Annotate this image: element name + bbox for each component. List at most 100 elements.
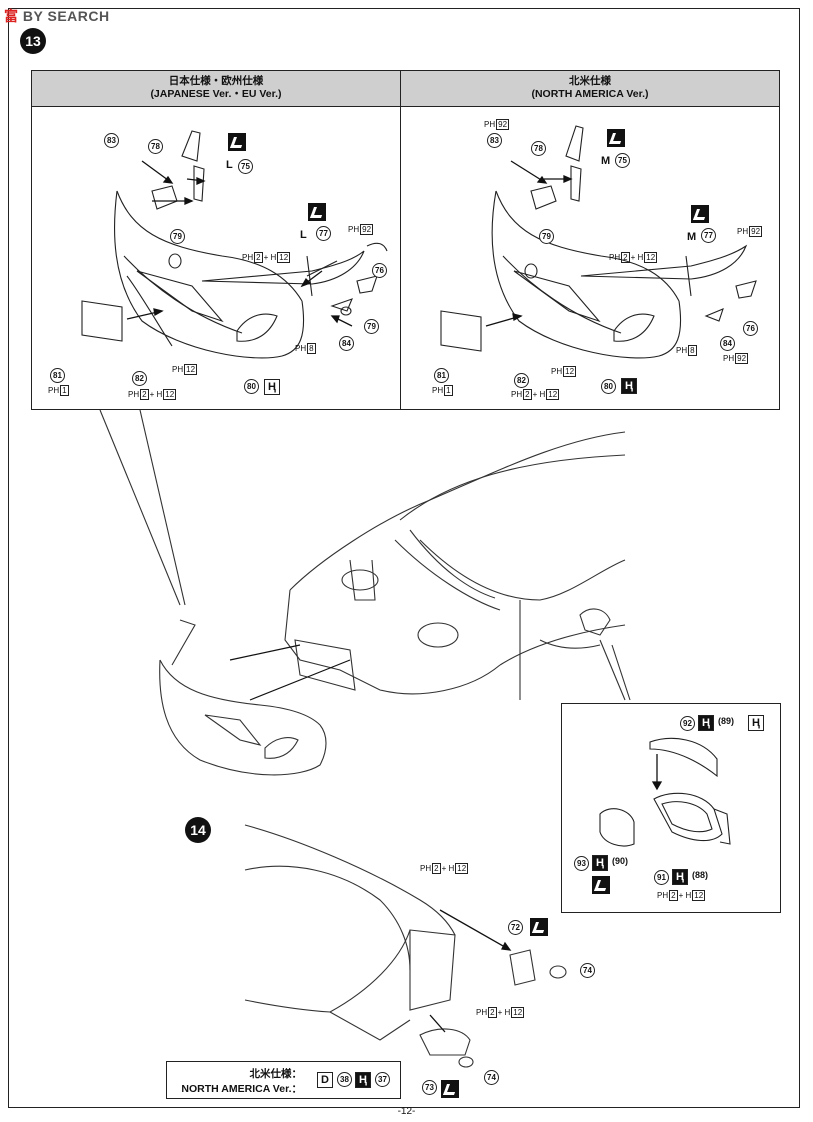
part-72: 72: [508, 920, 523, 935]
part-81-r: 81: [434, 368, 449, 383]
part-79: 79: [170, 229, 185, 244]
part-83: 83: [104, 133, 119, 148]
plus-h: + H: [678, 891, 692, 900]
plus-h: + H: [441, 864, 455, 873]
chrome-black-icon-91: Ⱨ: [672, 869, 688, 885]
plus-h: + H: [149, 390, 163, 399]
part-84-r: 84: [720, 336, 735, 351]
watermark-text: BY SEARCH: [22, 8, 110, 24]
panel-japanese-eu: 日本仕様・欧州仕様 (JAPANESE Ver.・EU Ver.): [31, 70, 401, 410]
ph-prefix: PH: [551, 367, 563, 376]
ph-92-box-r2: 92: [749, 226, 763, 237]
north-america-note: 北米仕様： NORTH AMERICA Ver.： D 38 Ⱨ 37: [166, 1061, 401, 1099]
part-83-r: 83: [487, 133, 502, 148]
ph-prefix: PH: [48, 386, 60, 395]
plus-h: + H: [532, 390, 546, 399]
ph-12-box-b: 12: [184, 364, 198, 375]
part-92: 92: [680, 716, 695, 731]
bumper-drawing-left: [81, 130, 388, 359]
part-76: 76: [372, 263, 387, 278]
ph-92-box: 92: [360, 224, 374, 235]
part-82-r: 82: [514, 373, 529, 388]
ph-prefix: PH: [420, 864, 432, 873]
ph-12-box-m: 12: [692, 890, 706, 901]
ph-8-box-r: 8: [688, 345, 697, 356]
page-number: -12-: [397, 1106, 416, 1117]
ph-8-box: 8: [307, 343, 316, 354]
part-89: 89: [721, 716, 732, 726]
ph-prefix: PH: [484, 120, 496, 129]
part-37: 37: [375, 1072, 390, 1087]
part-91: 91: [654, 870, 669, 885]
plus-h: + H: [263, 253, 277, 262]
note-en: NORTH AMERICA Ver.：: [181, 1083, 302, 1095]
part-77-r: 77: [701, 228, 716, 243]
panel-right-title-jp: 北米仕様: [569, 75, 611, 87]
ph-92-box-r3: 92: [735, 353, 749, 364]
chrome-black-icon-note: Ⱨ: [355, 1072, 371, 1088]
ph-12-box-r3: 12: [546, 389, 560, 400]
ph-12-box-14b: 12: [511, 1007, 525, 1018]
note-jp: 北米仕様：: [249, 1068, 303, 1080]
part-80-r: 80: [601, 379, 616, 394]
ph-12-box-r2: 12: [563, 366, 577, 377]
ph-prefix: PH: [511, 390, 523, 399]
ph-12-box-r: 12: [644, 252, 658, 263]
chrome-black-icon: Ⱨ: [621, 378, 637, 394]
ph-2-box-m: 2: [669, 890, 678, 901]
ph-prefix: PH: [737, 227, 749, 236]
part-73: 73: [422, 1080, 437, 1095]
plus-h: + H: [630, 253, 644, 262]
chrome-black-icon-93: Ⱨ: [592, 855, 608, 871]
ph-2-box-14a: 2: [432, 863, 441, 874]
part-79-r: 79: [539, 229, 554, 244]
part-77: 77: [316, 226, 331, 241]
ph-2-box-r: 2: [621, 252, 630, 263]
part-78: 78: [148, 139, 163, 154]
part-75-r: 75: [615, 153, 630, 168]
chrome-icon-89: Ⱨ: [748, 715, 764, 731]
part-82: 82: [132, 371, 147, 386]
mirror-drawing: [599, 737, 731, 847]
part-38: 38: [337, 1072, 352, 1087]
ph-prefix: PH: [172, 365, 184, 374]
side-m-label-2: M: [687, 231, 697, 243]
paint-black-icon: [228, 133, 246, 151]
ph-12-box-14a: 12: [455, 863, 469, 874]
ph-prefix: PH: [609, 253, 621, 262]
side-l-label-2: L: [300, 229, 307, 241]
ph-2-box-14b: 2: [488, 1007, 497, 1018]
part-80: 80: [244, 379, 259, 394]
ph-2-box: 2: [254, 252, 263, 263]
step-14-badge: 14: [185, 817, 211, 843]
part-88-label: (88): [692, 870, 709, 880]
part-d-tag: D: [317, 1072, 333, 1088]
ph-12-box-c: 12: [163, 389, 177, 400]
paint-black-icon-72: [530, 918, 548, 936]
step-13-badge: 13: [20, 28, 46, 54]
page-frame: [8, 8, 800, 1108]
paint-black-icon-r2: [691, 205, 709, 223]
ph-2-box-r2: 2: [523, 389, 532, 400]
ph-prefix: PH: [128, 390, 140, 399]
part-90: 90: [615, 856, 626, 866]
part-76-r: 76: [743, 321, 758, 336]
chrome-icon: Ⱨ: [264, 379, 280, 395]
watermark: 富 BY SEARCH: [4, 6, 110, 26]
part-93: 93: [574, 856, 589, 871]
